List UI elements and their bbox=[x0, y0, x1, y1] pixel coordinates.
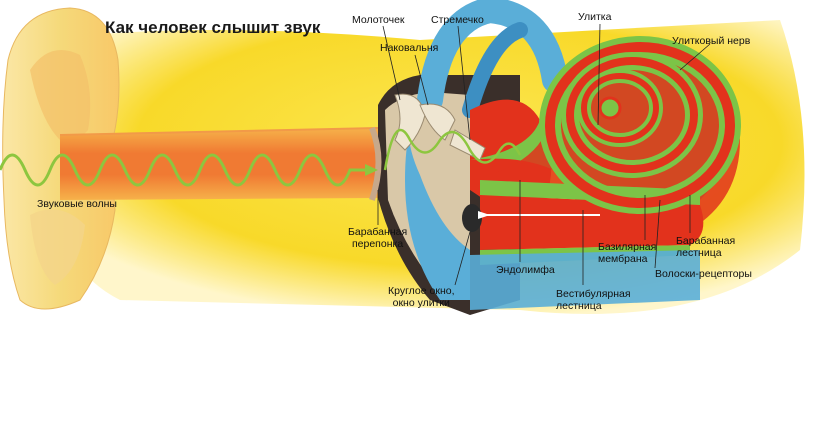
label-vestibular: Вестибулярная лестница bbox=[556, 288, 631, 312]
spiral-turn-2-red bbox=[566, 57, 698, 173]
label-basilar-line1: Базилярная bbox=[598, 241, 657, 253]
cochlea-base-blue bbox=[470, 250, 700, 310]
eardrum-shape bbox=[369, 126, 382, 201]
label-tympanic-line1: Барабанная bbox=[676, 235, 736, 247]
leader-stirrup bbox=[457, 25, 471, 141]
label-tympanic: Барабанная лестница bbox=[676, 235, 735, 259]
leader-hammer bbox=[382, 25, 401, 101]
label-eardrum-line2: перепонка bbox=[351, 238, 404, 250]
label-vestibular-line2: лестница bbox=[556, 300, 602, 312]
anvil-bone bbox=[419, 103, 456, 141]
label-anvil: Наковальня bbox=[380, 42, 439, 54]
leader-hair bbox=[654, 199, 661, 269]
label-basilar-line2: мембрана bbox=[598, 253, 648, 265]
ear-canal bbox=[60, 128, 378, 200]
label-round-window: Круглое окно, окно улитки bbox=[388, 285, 455, 309]
cochlea-spiral bbox=[539, 36, 741, 214]
label-eardrum: Барабанная перепонка bbox=[348, 226, 407, 250]
label-tympanic-line2: лестница bbox=[676, 247, 722, 259]
label-endolymph: Эндолимфа bbox=[496, 264, 555, 276]
inner-wave bbox=[383, 128, 522, 171]
label-hammer: Молоточек bbox=[352, 14, 405, 26]
spiral-turn-3-red bbox=[581, 73, 659, 143]
label-sound-waves: Звуковые волны bbox=[37, 198, 117, 210]
ear-lobe-fold bbox=[30, 209, 85, 285]
vestibule-blue bbox=[405, 95, 470, 300]
leader-cochlea bbox=[597, 23, 601, 126]
ear-inner-fold bbox=[30, 50, 91, 144]
label-stirrup: Стремечко bbox=[431, 14, 484, 26]
leader-lines bbox=[377, 23, 711, 286]
label-eardrum-line1: Барабанная bbox=[348, 226, 408, 238]
label-basilar: Базилярная мембрана bbox=[598, 241, 656, 265]
semicircular-canal-1 bbox=[417, 0, 568, 113]
wave-arrow-head bbox=[365, 164, 378, 176]
label-hair-receptors: Волоски-рецепторы bbox=[655, 268, 752, 280]
spiral-turn-1-red bbox=[545, 42, 735, 208]
label-cochlear-nerve: Улитковый нерв bbox=[672, 35, 751, 47]
diagram-title: Как человек слышит звук bbox=[105, 18, 321, 37]
hammer-bone bbox=[394, 93, 426, 151]
label-round-window-line2: окно улитки bbox=[392, 297, 450, 309]
semicircular-canal-2 bbox=[462, 22, 528, 118]
label-vestibular-line1: Вестибулярная bbox=[556, 288, 631, 300]
sound-wave bbox=[0, 153, 372, 187]
label-round-window-line1: Круглое окно, bbox=[388, 285, 455, 297]
round-window bbox=[462, 204, 482, 232]
cochlea-arrow bbox=[478, 211, 490, 219]
label-cochlea: Улитка bbox=[578, 11, 612, 23]
leader-round-window bbox=[454, 231, 471, 286]
leader-nerve bbox=[679, 43, 711, 71]
ear-canal-edge-top bbox=[59, 127, 379, 136]
spiral-center bbox=[598, 96, 622, 120]
leader-anvil bbox=[414, 54, 429, 106]
